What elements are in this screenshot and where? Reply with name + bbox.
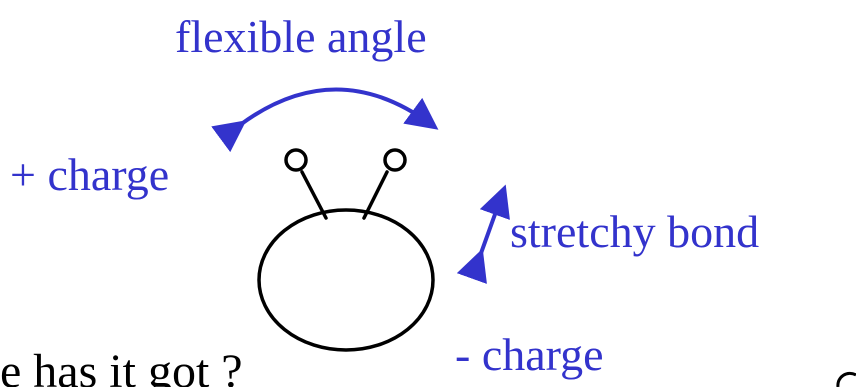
bottom-partial-text: e has it got ? — [0, 345, 243, 387]
minus-charge-label: - charge — [455, 329, 604, 380]
stretch-arrow — [456, 184, 510, 284]
central-atom — [257, 208, 435, 352]
plus-charge-label: + charge — [10, 149, 170, 200]
partial-circle-edge — [836, 371, 856, 387]
angle-arrow — [211, 87, 439, 153]
left-bond — [300, 170, 328, 220]
right-atom — [383, 148, 407, 172]
stretchy-bond-label: stretchy bond — [510, 206, 760, 257]
left-atom — [284, 148, 308, 172]
flexible-angle-label: flexible angle — [175, 11, 427, 62]
